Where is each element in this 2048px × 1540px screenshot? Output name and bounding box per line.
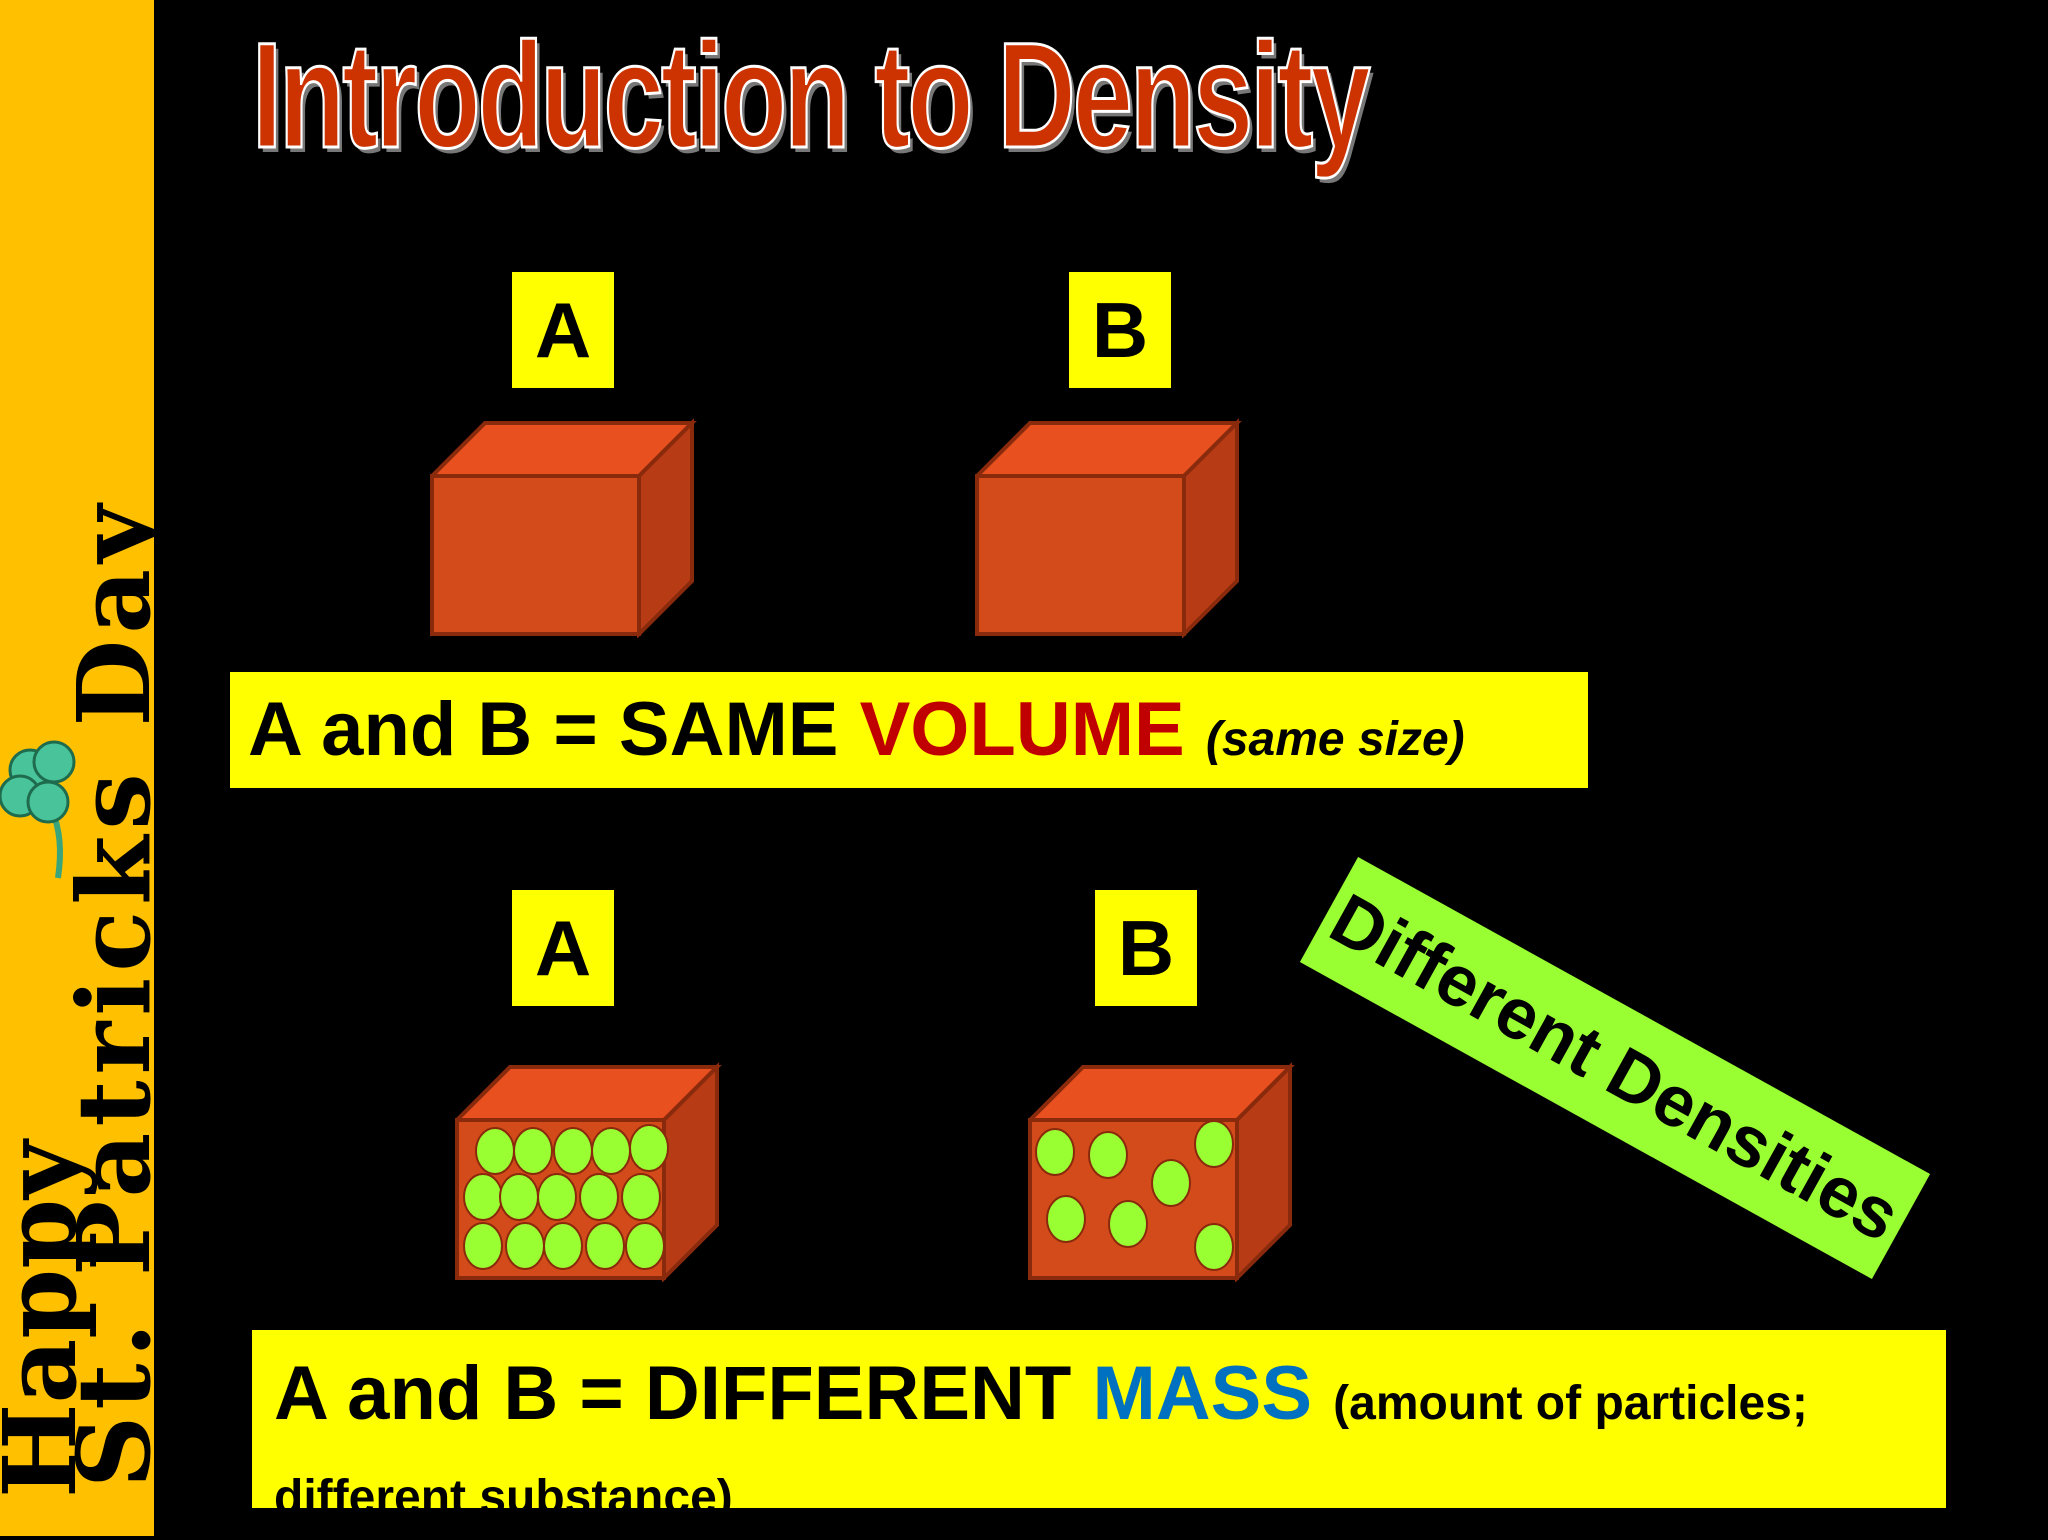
cube-a-dense (455, 1062, 722, 1282)
cube-b-volume (975, 418, 1242, 638)
mass-prefix: A and B = DIFFERENT (274, 1351, 1093, 1436)
particle (591, 1127, 631, 1175)
label-a-top: A (512, 272, 614, 388)
particle (537, 1173, 577, 1221)
particle (1035, 1128, 1075, 1176)
volume-note: (same size) (1205, 713, 1465, 766)
decorative-sidebar: Happy St. Patricks Day (0, 0, 173, 1536)
particle (499, 1173, 539, 1221)
particle (505, 1222, 545, 1270)
shamrock-icon (0, 740, 76, 879)
particle (629, 1124, 669, 1172)
particle (553, 1127, 593, 1175)
particle (543, 1222, 583, 1270)
page-title: Introduction to Density (251, 11, 1372, 179)
particle (1046, 1195, 1086, 1243)
particle (579, 1173, 619, 1221)
sidebar-line-st-patricks: St. Patricks Day (55, 498, 173, 1488)
particle (513, 1127, 553, 1175)
particle (463, 1222, 503, 1270)
label-b-top: B (1069, 272, 1171, 388)
mass-highlight: MASS (1092, 1351, 1313, 1436)
particle (585, 1222, 625, 1270)
volume-highlight: VOLUME (859, 687, 1185, 772)
cube-b-sparse (1028, 1062, 1295, 1282)
particle (1088, 1131, 1128, 1179)
label-b-bottom: B (1095, 890, 1197, 1006)
same-volume-banner: A and B = SAME VOLUME (same size) (230, 672, 1588, 788)
different-densities-label: Different Densities (1299, 856, 1931, 1280)
label-a-bottom: A (512, 890, 614, 1006)
particle (625, 1222, 665, 1270)
particle (621, 1173, 661, 1221)
particle (1194, 1223, 1234, 1271)
cube-a-volume (430, 418, 697, 638)
particle (1151, 1159, 1191, 1207)
mass-note-line1: (amount of particles; (1333, 1377, 1808, 1430)
volume-prefix: A and B = SAME (248, 687, 860, 772)
particle (1194, 1120, 1234, 1168)
mass-note-line2: different substance) (274, 1471, 733, 1524)
particle (1108, 1200, 1148, 1248)
particle (475, 1127, 515, 1175)
particle (463, 1173, 503, 1221)
different-mass-banner: A and B = DIFFERENT MASS (amount of part… (252, 1330, 1946, 1524)
